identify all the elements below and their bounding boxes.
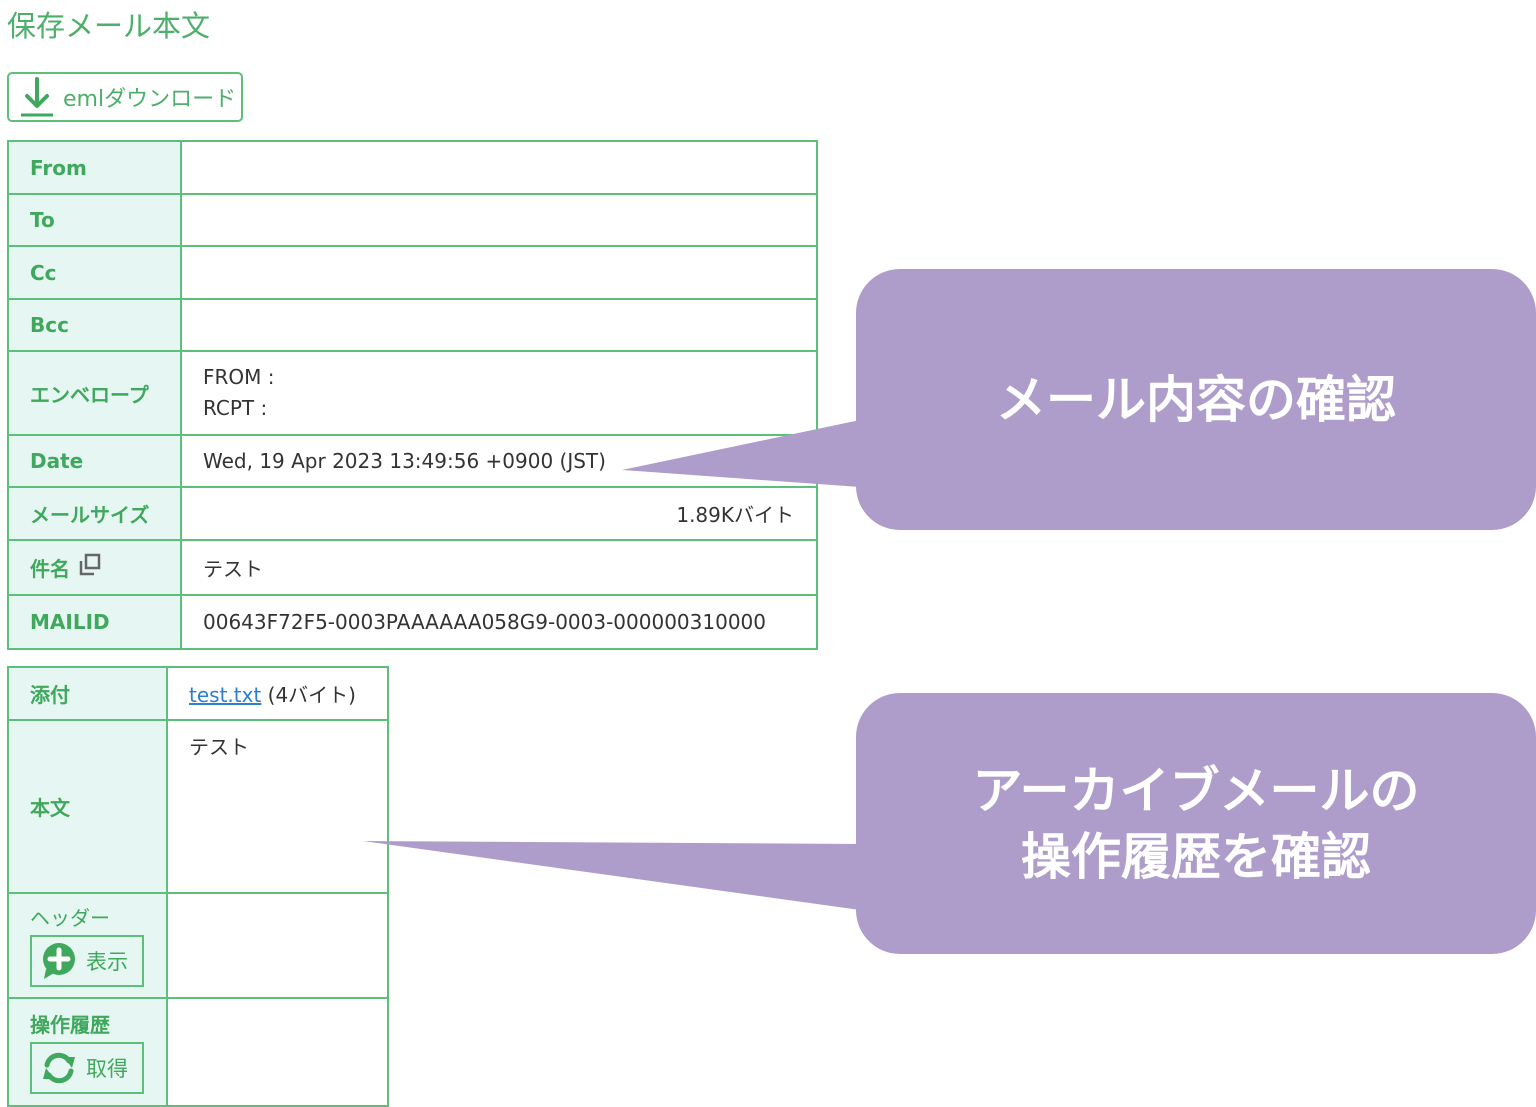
cc-label: Cc bbox=[7, 245, 182, 300]
bcc-value bbox=[180, 298, 818, 352]
callout-mail-content: メール内容の確認 bbox=[856, 269, 1536, 530]
headers-value bbox=[166, 892, 389, 999]
mail-body-table: 添付 test.txt (4バイト) 本文 テスト ヘッダー 表示 bbox=[7, 666, 389, 1107]
mailid-label: MAILID bbox=[7, 594, 182, 650]
from-label: From bbox=[7, 140, 182, 195]
attachment-label: 添付 bbox=[7, 666, 168, 721]
bcc-label: Bcc bbox=[7, 298, 182, 352]
table-row-cc: Cc bbox=[7, 245, 818, 300]
callout-mail-content-text: メール内容の確認 bbox=[996, 370, 1396, 429]
fetch-history-label: 取得 bbox=[86, 1057, 128, 1081]
callout-operation-history: アーカイブメールの 操作履歴を確認 bbox=[856, 693, 1536, 954]
table-row-attachment: 添付 test.txt (4バイト) bbox=[7, 666, 389, 721]
envelope-value: FROM : RCPT : bbox=[180, 350, 818, 436]
show-headers-button[interactable]: 表示 bbox=[30, 935, 144, 987]
mailid-value: 00643F72F5-0003PAAAAAA058G9-0003-0000003… bbox=[180, 594, 818, 650]
date-label: Date bbox=[7, 434, 182, 488]
body-value: テスト bbox=[166, 719, 389, 894]
attachment-size: (4バイト) bbox=[267, 683, 356, 707]
envelope-label: エンベロープ bbox=[7, 350, 182, 436]
subject-label-cell: 件名 bbox=[7, 539, 182, 596]
body-label: 本文 bbox=[7, 719, 168, 894]
headers-label-cell: ヘッダー 表示 bbox=[7, 892, 168, 999]
envelope-from: FROM : bbox=[203, 365, 275, 389]
date-value: Wed, 19 Apr 2023 13:49:56 +0900 (JST) bbox=[180, 434, 818, 488]
subject-value: テスト bbox=[180, 539, 818, 596]
to-value bbox=[180, 193, 818, 247]
fetch-history-button[interactable]: 取得 bbox=[30, 1042, 144, 1094]
subject-label: 件名 bbox=[30, 557, 70, 581]
plus-bubble-icon bbox=[40, 942, 78, 980]
attachment-value: test.txt (4バイト) bbox=[166, 666, 389, 721]
copy-icon[interactable] bbox=[78, 553, 102, 582]
page-title: 保存メール本文 bbox=[7, 9, 211, 43]
callout-tail-2 bbox=[363, 841, 860, 910]
attachment-link[interactable]: test.txt bbox=[189, 683, 262, 707]
from-value bbox=[180, 140, 818, 195]
cc-value bbox=[180, 245, 818, 300]
refresh-icon bbox=[40, 1049, 78, 1087]
table-row-envelope: エンベロープ FROM : RCPT : bbox=[7, 350, 818, 436]
table-row-body: 本文 テスト bbox=[7, 719, 389, 894]
mail-size-label: メールサイズ bbox=[7, 486, 182, 541]
history-label: 操作履歴 bbox=[30, 1013, 110, 1037]
table-row-subject: 件名 テスト bbox=[7, 539, 818, 596]
headers-label: ヘッダー bbox=[30, 906, 110, 930]
download-arrow-icon bbox=[17, 75, 57, 119]
envelope-rcpt: RCPT : bbox=[203, 396, 268, 420]
eml-download-button[interactable]: emlダウンロード bbox=[7, 72, 243, 122]
to-label: To bbox=[7, 193, 182, 247]
history-label-cell: 操作履歴 取得 bbox=[7, 997, 168, 1107]
table-row-to: To bbox=[7, 193, 818, 247]
table-row-from: From bbox=[7, 140, 818, 195]
callout-operation-history-line2: 操作履歴を確認 bbox=[1021, 827, 1371, 886]
table-row-mailid: MAILID 00643F72F5-0003PAAAAAA058G9-0003-… bbox=[7, 594, 818, 650]
callout-tail-1 bbox=[622, 420, 860, 487]
callout-operation-history-line1: アーカイブメールの bbox=[972, 761, 1420, 820]
history-value bbox=[166, 997, 389, 1107]
mail-size-value: 1.89Kバイト bbox=[180, 486, 818, 541]
show-headers-label: 表示 bbox=[86, 950, 128, 974]
table-row-mail-size: メールサイズ 1.89Kバイト bbox=[7, 486, 818, 541]
table-row-history: 操作履歴 取得 bbox=[7, 997, 389, 1107]
table-row-bcc: Bcc bbox=[7, 298, 818, 352]
table-row-date: Date Wed, 19 Apr 2023 13:49:56 +0900 (JS… bbox=[7, 434, 818, 488]
mail-header-table: From To Cc Bcc エンベロープ FROM : RCPT : Date… bbox=[7, 140, 818, 650]
eml-download-label: emlダウンロード bbox=[63, 87, 237, 112]
table-row-headers: ヘッダー 表示 bbox=[7, 892, 389, 999]
